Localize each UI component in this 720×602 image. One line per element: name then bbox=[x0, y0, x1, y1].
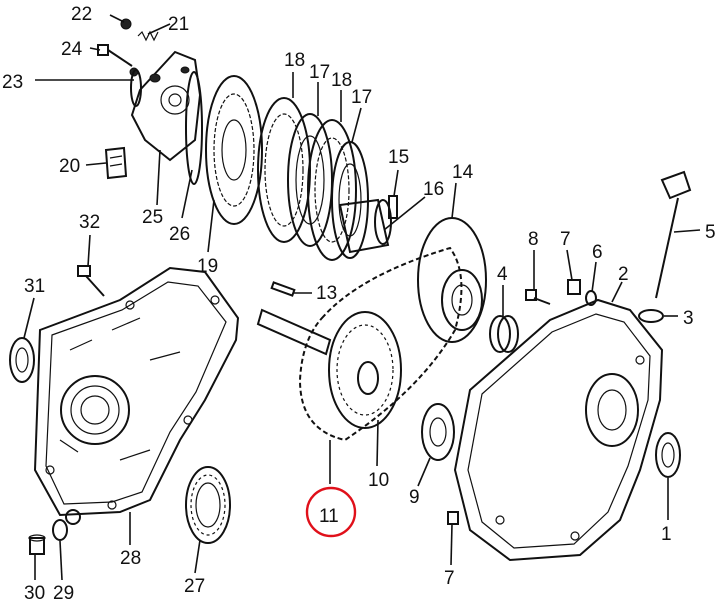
callout-16: 16 bbox=[423, 179, 444, 200]
callout-24: 24 bbox=[61, 39, 83, 60]
oil-seal-part-1 bbox=[655, 432, 681, 478]
dowel-pin-part-7a bbox=[567, 279, 581, 295]
callout-2: 2 bbox=[618, 264, 629, 285]
callout-25: 25 bbox=[142, 207, 163, 228]
callout-21: 21 bbox=[168, 14, 189, 35]
chain-part-10 bbox=[298, 246, 463, 442]
callout-30: 30 bbox=[24, 583, 45, 602]
bolt-part-8 bbox=[525, 289, 551, 305]
callout-17-first: 17 bbox=[309, 62, 330, 83]
callout-27: 27 bbox=[184, 576, 205, 597]
callout-10: 10 bbox=[368, 470, 389, 491]
spring-ring-part-26 bbox=[185, 71, 203, 185]
callout-5: 5 bbox=[705, 222, 716, 243]
dipstick-part-5 bbox=[655, 170, 692, 299]
callout-18-first: 18 bbox=[284, 50, 305, 71]
left-case-cover-part-28 bbox=[33, 266, 240, 525]
callout-8: 8 bbox=[528, 229, 539, 250]
callout-26: 26 bbox=[169, 224, 190, 245]
callout-31: 31 bbox=[24, 276, 45, 297]
callout-28: 28 bbox=[120, 548, 141, 569]
right-case-cover-part-2 bbox=[453, 298, 664, 562]
steel-plate-part-17b bbox=[331, 141, 369, 259]
bolt-part-7b bbox=[447, 511, 459, 525]
callout-32: 32 bbox=[79, 212, 100, 233]
callout-14: 14 bbox=[452, 162, 474, 183]
o-ring-part-3 bbox=[638, 309, 664, 323]
callout-13: 13 bbox=[316, 283, 337, 304]
drive-sprocket-part-14 bbox=[417, 217, 487, 343]
key-part-15 bbox=[388, 195, 398, 219]
callout-17-second: 17 bbox=[351, 87, 372, 108]
callout-19: 19 bbox=[197, 256, 218, 277]
highlight-circle-callout-11 bbox=[305, 486, 357, 538]
driven-sprocket-part-10 bbox=[328, 311, 402, 429]
clutch-hub-part-16 bbox=[338, 198, 392, 254]
clutch-plate-part-19 bbox=[205, 75, 263, 225]
callout-29: 29 bbox=[53, 583, 74, 602]
dowel-pin-part-6 bbox=[585, 290, 597, 306]
washer-part-29 bbox=[52, 519, 68, 541]
callout-1: 1 bbox=[661, 524, 672, 545]
callout-6: 6 bbox=[592, 242, 603, 263]
weight-part-20 bbox=[104, 146, 128, 180]
leader-lines bbox=[23, 14, 701, 581]
bearing-part-9 bbox=[421, 403, 455, 461]
callout-18-second: 18 bbox=[331, 70, 352, 91]
callout-11: 11 bbox=[319, 506, 339, 527]
callout-4: 4 bbox=[497, 264, 508, 285]
clutch-drive-plate-part-25 bbox=[130, 50, 202, 162]
spring-part-21 bbox=[137, 30, 159, 42]
bearing-part-27 bbox=[185, 466, 231, 544]
drain-bolt-part-30 bbox=[28, 534, 46, 555]
callout-9: 9 bbox=[409, 487, 420, 508]
oil-seal-part-31 bbox=[9, 337, 35, 383]
shaft-part-13 bbox=[256, 281, 332, 356]
callout-22: 22 bbox=[71, 4, 92, 25]
callout-labels: 1 2 3 4 5 6 7 7 8 9 10 11 13 14 15 16 17… bbox=[2, 4, 716, 602]
friction-disc-part-18a bbox=[257, 97, 311, 243]
callout-3: 3 bbox=[683, 308, 694, 329]
spacer-part-4 bbox=[489, 315, 519, 353]
callout-15: 15 bbox=[388, 147, 409, 168]
callout-20: 20 bbox=[59, 156, 80, 177]
retainer-part-23 bbox=[130, 69, 142, 107]
friction-disc-part-18b bbox=[307, 119, 357, 261]
callout-7-top: 7 bbox=[560, 229, 571, 250]
callout-23: 23 bbox=[2, 72, 23, 93]
bolt-part-24 bbox=[97, 44, 139, 77]
callout-7-bottom: 7 bbox=[444, 568, 455, 589]
bolt-part-32 bbox=[77, 265, 105, 297]
